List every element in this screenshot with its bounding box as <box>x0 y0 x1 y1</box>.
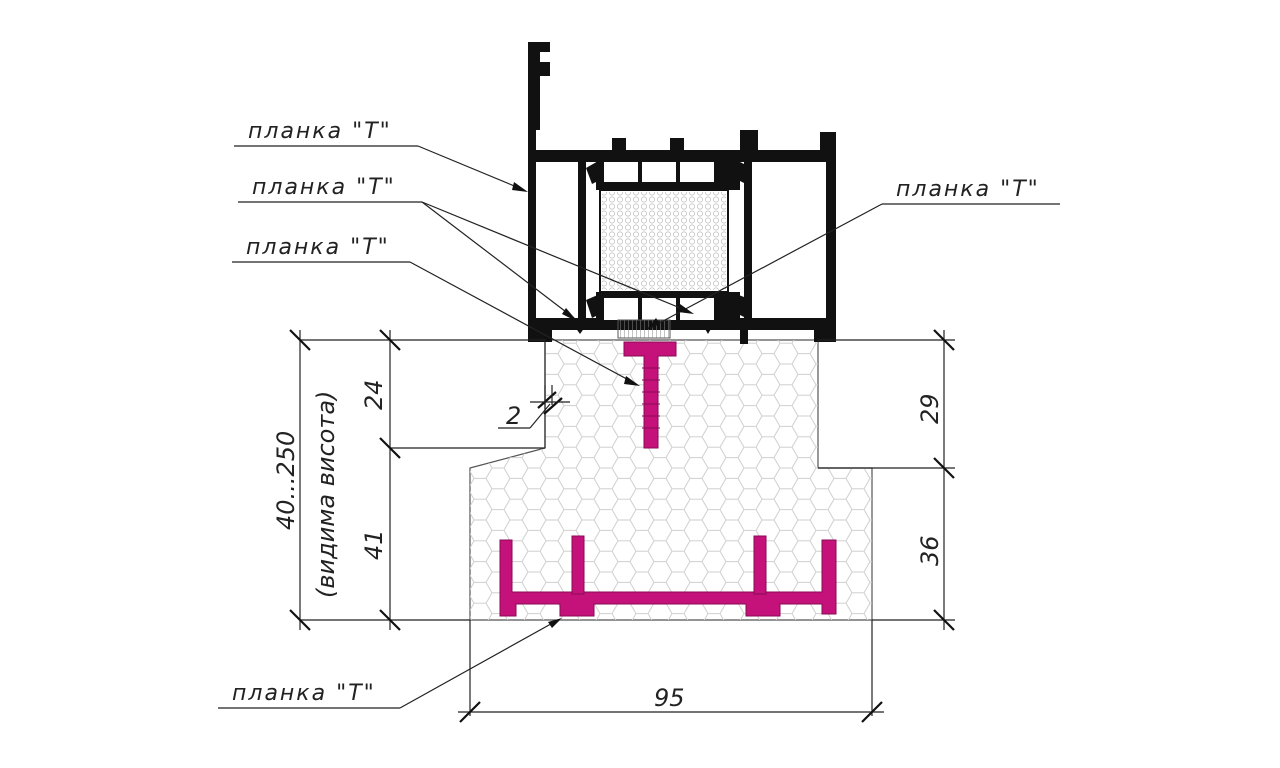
wall-outline <box>300 339 955 716</box>
leader-arrowheads <box>512 182 694 628</box>
sill-gasket <box>617 319 671 339</box>
label-plank-t-5: планка "T" <box>232 681 376 706</box>
dim-24: 24 <box>360 379 388 410</box>
foam-block <box>469 339 873 621</box>
dim-visible-height: (видима висота) <box>312 391 340 598</box>
label-plank-t-1: планка "T" <box>248 119 392 144</box>
dim-36: 36 <box>916 535 944 566</box>
label-plank-t-2: планка "T" <box>252 175 396 200</box>
label-plank-t-3: планка "T" <box>246 235 390 260</box>
t-plank-top <box>623 341 677 449</box>
gap-dimension <box>498 385 570 429</box>
dim-41: 41 <box>360 529 388 560</box>
dim-2: 2 <box>506 402 521 430</box>
label-plank-t-4: планка "T" <box>896 177 1040 202</box>
dimension-lines <box>299 330 945 713</box>
t-plank-bottom <box>499 535 837 617</box>
dim-95: 95 <box>654 684 685 712</box>
leader-lines <box>218 145 1060 709</box>
dimension-ticks <box>289 329 955 723</box>
dim-range: 40...250 <box>272 431 300 530</box>
glass-unit <box>599 189 729 293</box>
dim-29: 29 <box>916 393 944 424</box>
